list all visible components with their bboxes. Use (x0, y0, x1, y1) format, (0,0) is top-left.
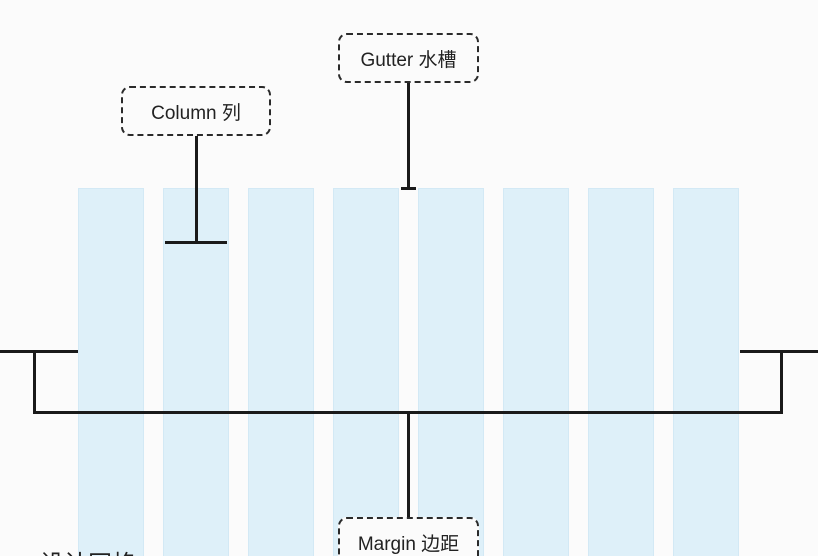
grid-column (248, 188, 314, 556)
margin-left-tick (0, 350, 78, 353)
grid-column (78, 188, 144, 556)
section-heading: 设计网格 (40, 544, 136, 556)
margin-label: Margin 边距 (357, 533, 460, 555)
margin-right-drop (780, 350, 783, 414)
gutter-leader-line (407, 83, 410, 189)
column-leader-crossbar (165, 241, 227, 244)
gutter-leader-tick (401, 187, 416, 190)
gutter-label: Gutter 水槽 (360, 49, 457, 71)
grid-column (163, 188, 229, 556)
column-label: Column 列 (151, 102, 241, 124)
margin-right-tick (740, 350, 818, 353)
grid-column (503, 188, 569, 556)
column-leader-line (195, 136, 198, 243)
column-callout: Column 列 (121, 86, 271, 136)
grid-column (418, 188, 484, 556)
margin-callout: Margin 边距 (338, 517, 479, 556)
grid-column (673, 188, 739, 556)
margin-left-drop (33, 350, 36, 414)
gutter-callout: Gutter 水槽 (338, 33, 479, 83)
margin-leader-line (407, 411, 410, 519)
grid-column (588, 188, 654, 556)
grid-column (333, 188, 399, 556)
